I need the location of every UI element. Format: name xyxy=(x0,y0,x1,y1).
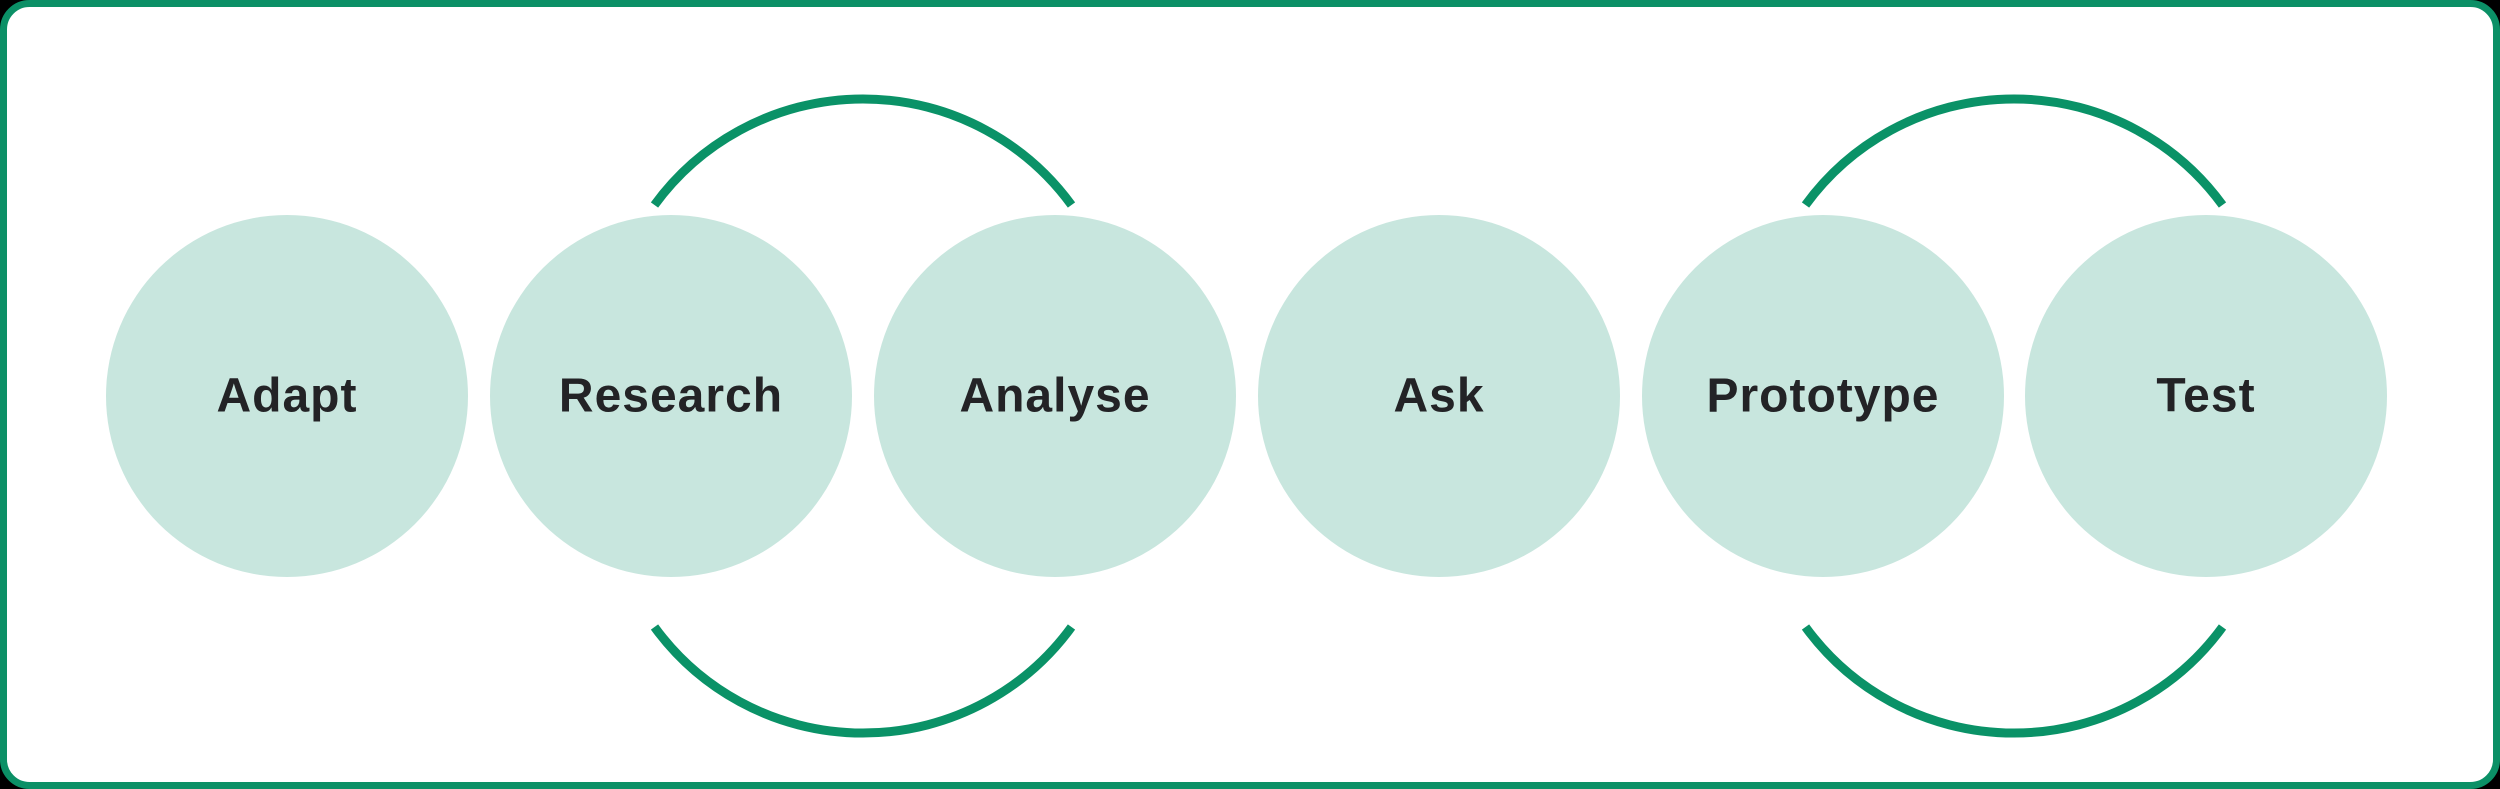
stage-circle-ask xyxy=(1258,215,1620,577)
stage-circle-research xyxy=(490,215,852,577)
stage-label-analyse: Analyse xyxy=(959,370,1150,423)
stage-label-adapt: Adapt xyxy=(217,370,358,423)
stage-label-test: Test xyxy=(2156,370,2255,423)
stage-label-research: Research xyxy=(559,370,783,423)
loop-arc-prototype-test-top xyxy=(1801,94,2227,208)
stage-label-ask: Ask xyxy=(1393,370,1484,423)
loop-arc-prototype-test-bottom xyxy=(1801,624,2227,738)
stage-circle-test xyxy=(2025,215,2387,577)
loop-arc-research-analyse-top xyxy=(650,94,1076,208)
stage-circle-analyse xyxy=(874,215,1236,577)
stage-label-prototype: Prototype xyxy=(1706,370,1939,423)
card-border xyxy=(3,3,2497,786)
stage-circle-adapt xyxy=(106,215,468,577)
stage-circle-prototype xyxy=(1642,215,2004,577)
loop-arc-research-analyse-bottom xyxy=(650,624,1076,738)
